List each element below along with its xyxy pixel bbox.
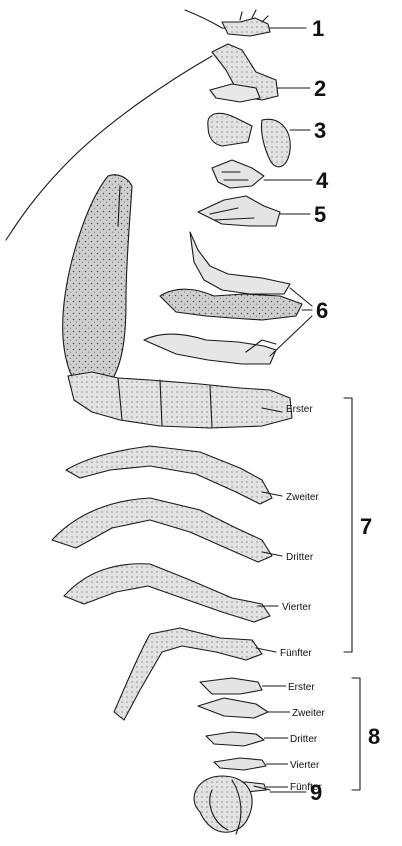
part-number-7: 7 <box>360 514 372 539</box>
part-number-1: 1 <box>312 16 324 41</box>
appendage-2-drawing <box>210 44 278 102</box>
appendage-1-drawing <box>185 10 270 36</box>
swimmeret-label-vierter: Vierter <box>290 760 320 771</box>
part-number-6: 6 <box>316 298 328 323</box>
bracket-8 <box>352 678 360 790</box>
appendage-4-drawing <box>212 160 264 188</box>
swimmerets-drawing <box>198 678 268 792</box>
swimmeret-label-dritter: Dritter <box>290 734 318 745</box>
part-number-8: 8 <box>368 724 380 749</box>
appendage-3-drawing <box>208 113 290 167</box>
leg-label-erster: Erster <box>286 404 313 415</box>
leg-label-fuenfter: Fünfter <box>280 648 312 659</box>
leg-label-vierter: Vierter <box>282 602 312 613</box>
swimmeret-label-fuenfter: Fünfter <box>290 782 322 793</box>
part-number-5: 5 <box>314 202 326 227</box>
part-number-4: 4 <box>316 168 329 193</box>
part-number-3: 3 <box>314 118 326 143</box>
swimmeret-label-zweiter: Zweiter <box>292 708 325 719</box>
walking-legs-drawing <box>52 408 282 720</box>
part-number-2: 2 <box>314 76 326 101</box>
bracket-7 <box>344 398 352 652</box>
leg-label-zweiter: Zweiter <box>286 492 319 503</box>
swimmeret-label-erster: Erster <box>288 682 315 693</box>
leg-label-dritter: Dritter <box>286 552 314 563</box>
appendage-6-drawing <box>144 232 302 364</box>
appendage-5-drawing <box>198 196 280 226</box>
